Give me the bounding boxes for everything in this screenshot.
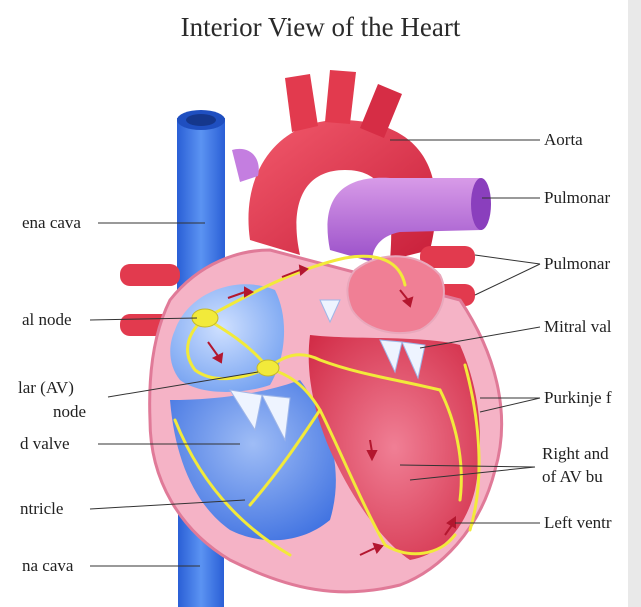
label-inferior-vena-cava: na cava [22, 556, 73, 576]
label-bundle-branches-line2: of AV bu [542, 467, 603, 487]
label-tricuspid-valve: d valve [20, 434, 70, 454]
label-superior-vena-cava: ena cava [22, 213, 81, 233]
label-av-node-line2: node [53, 402, 86, 422]
label-sa-node: al node [22, 310, 72, 330]
label-aorta: Aorta [544, 130, 583, 150]
label-right-ventricle: ntricle [20, 499, 63, 519]
label-pulmonary-veins: Pulmonar [544, 254, 610, 274]
av-node [257, 360, 279, 376]
diagram-frame: Interior View of the Heart [0, 0, 628, 607]
heart-illustration [0, 0, 628, 607]
label-pulmonary-artery: Pulmonar [544, 188, 610, 208]
label-av-node-line1: lar (AV) [18, 378, 74, 398]
label-bundle-branches-line1: Right and [542, 444, 609, 464]
label-mitral-valve: Mitral val [544, 317, 612, 337]
label-purkinje-fibers: Purkinje f [544, 388, 612, 408]
label-left-ventricle: Left ventr [544, 513, 612, 533]
